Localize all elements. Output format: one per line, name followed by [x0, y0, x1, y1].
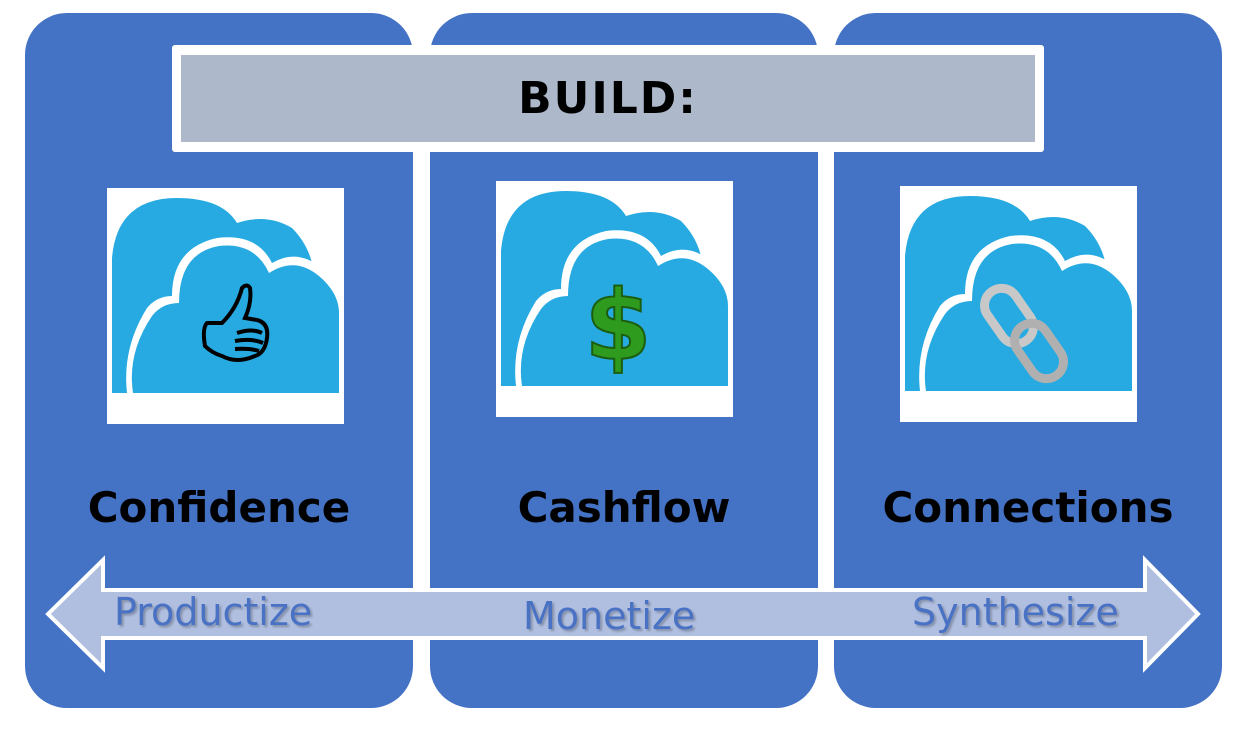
build-title: BUILD:: [518, 73, 698, 124]
column-label-cashflow: Cashflow: [517, 483, 731, 532]
build-header: BUILD:: [172, 45, 1044, 152]
column-label-connections: Connections: [882, 483, 1174, 532]
arrow-label-productize: Productize: [114, 590, 313, 634]
dollar-cloud-icon: $: [496, 181, 733, 417]
column-label-confidence: Confidence: [87, 483, 351, 532]
thumbs-up-cloud-icon: [107, 188, 344, 424]
arrow-label-monetize: Monetize: [523, 594, 696, 638]
arrow-label-synthesize: Synthesize: [912, 590, 1119, 634]
chain-link-cloud-icon: [900, 186, 1137, 422]
double-arrow: [45, 555, 1201, 673]
svg-text:$: $: [585, 270, 652, 382]
